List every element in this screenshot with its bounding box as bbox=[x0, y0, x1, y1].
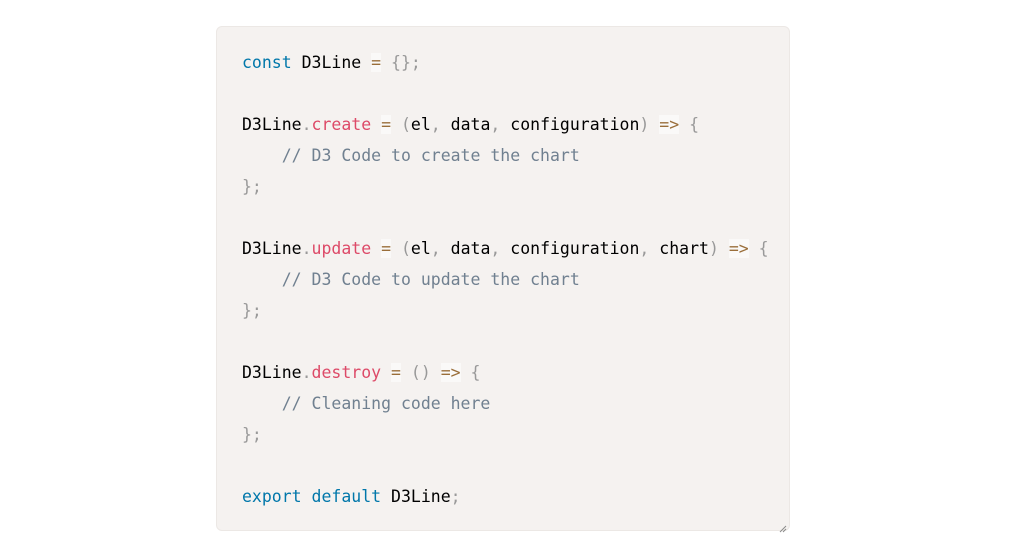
punctuation-token: . bbox=[301, 115, 312, 134]
text-token: D3Line bbox=[242, 115, 302, 134]
text-token bbox=[381, 53, 391, 72]
operator-token: => bbox=[440, 363, 461, 382]
property-token: create bbox=[311, 115, 372, 134]
text-token bbox=[401, 363, 411, 382]
comment-token: // D3 Code to create the chart bbox=[281, 146, 580, 165]
text-token bbox=[431, 363, 441, 382]
code-line bbox=[242, 450, 789, 481]
code-line: D3Line.destroy = () => { bbox=[242, 357, 789, 388]
punctuation-token: }; bbox=[242, 177, 262, 196]
punctuation-token: ; bbox=[450, 487, 461, 506]
text-token bbox=[242, 394, 282, 413]
text-token: configuration bbox=[500, 115, 640, 134]
text-token bbox=[679, 115, 689, 134]
text-token: el bbox=[410, 239, 431, 258]
operator-token: = bbox=[391, 363, 401, 382]
text-token: D3Line bbox=[242, 363, 302, 382]
code-line: D3Line.create = (el, data, configuration… bbox=[242, 109, 789, 140]
punctuation-token: }; bbox=[242, 301, 262, 320]
operator-token: => bbox=[659, 115, 680, 134]
code-line: }; bbox=[242, 295, 789, 326]
code-line: // D3 Code to create the chart bbox=[242, 140, 789, 171]
code-line: // D3 Code to update the chart bbox=[242, 264, 789, 295]
code-content[interactable]: const D3Line = {};D3Line.create = (el, d… bbox=[242, 47, 789, 512]
text-token: D3Line bbox=[242, 239, 302, 258]
code-line bbox=[242, 202, 789, 233]
text-token: data bbox=[440, 239, 491, 258]
punctuation-token: , bbox=[490, 115, 501, 134]
code-line: export default D3Line; bbox=[242, 481, 789, 512]
text-token: D3Line bbox=[381, 487, 451, 506]
text-token bbox=[461, 363, 471, 382]
punctuation-token: ( bbox=[400, 115, 411, 134]
text-token: el bbox=[410, 115, 431, 134]
code-line bbox=[242, 78, 789, 109]
operator-token: = bbox=[381, 239, 392, 258]
property-token: destroy bbox=[311, 363, 382, 382]
text-token: D3Line bbox=[291, 53, 372, 72]
text-token bbox=[371, 239, 381, 258]
text-token bbox=[381, 363, 391, 382]
code-line: D3Line.update = (el, data, configuration… bbox=[242, 233, 789, 264]
text-token bbox=[242, 146, 282, 165]
text-token bbox=[371, 115, 381, 134]
punctuation-token: , bbox=[639, 239, 650, 258]
text-token bbox=[719, 239, 729, 258]
punctuation-token: , bbox=[490, 239, 501, 258]
punctuation-token: { bbox=[689, 115, 700, 134]
punctuation-token: ) bbox=[708, 239, 719, 258]
code-line: const D3Line = {}; bbox=[242, 47, 789, 78]
punctuation-token: {}; bbox=[391, 53, 421, 72]
punctuation-token: , bbox=[430, 115, 441, 134]
text-token: chart bbox=[649, 239, 709, 258]
code-line bbox=[242, 326, 789, 357]
resize-grip-icon[interactable] bbox=[779, 520, 787, 533]
operator-token: = bbox=[381, 115, 392, 134]
punctuation-token: () bbox=[410, 363, 431, 382]
code-line: }; bbox=[242, 419, 789, 450]
code-line: // Cleaning code here bbox=[242, 388, 789, 419]
text-token bbox=[749, 239, 759, 258]
punctuation-token: . bbox=[301, 239, 312, 258]
keyword-token: export bbox=[242, 487, 302, 506]
punctuation-token: ( bbox=[400, 239, 411, 258]
text-token: data bbox=[440, 115, 491, 134]
punctuation-token: }; bbox=[242, 425, 262, 444]
punctuation-token: ) bbox=[639, 115, 650, 134]
code-line: }; bbox=[242, 171, 789, 202]
keyword-token: const bbox=[242, 53, 292, 72]
comment-token: // Cleaning code here bbox=[281, 394, 491, 413]
punctuation-token: . bbox=[301, 363, 312, 382]
comment-token: // D3 Code to update the chart bbox=[281, 270, 580, 289]
text-token bbox=[649, 115, 659, 134]
punctuation-token: { bbox=[470, 363, 481, 382]
property-token: update bbox=[311, 239, 372, 258]
code-block: const D3Line = {};D3Line.create = (el, d… bbox=[216, 26, 790, 533]
text-token bbox=[391, 239, 401, 258]
keyword-token: default bbox=[311, 487, 382, 506]
operator-token: => bbox=[728, 239, 749, 258]
operator-token: = bbox=[371, 53, 382, 72]
punctuation-token: , bbox=[430, 239, 441, 258]
text-token: configuration bbox=[500, 239, 640, 258]
punctuation-token: { bbox=[758, 239, 769, 258]
text-token bbox=[391, 115, 401, 134]
text-token bbox=[302, 487, 312, 506]
text-token bbox=[242, 270, 282, 289]
